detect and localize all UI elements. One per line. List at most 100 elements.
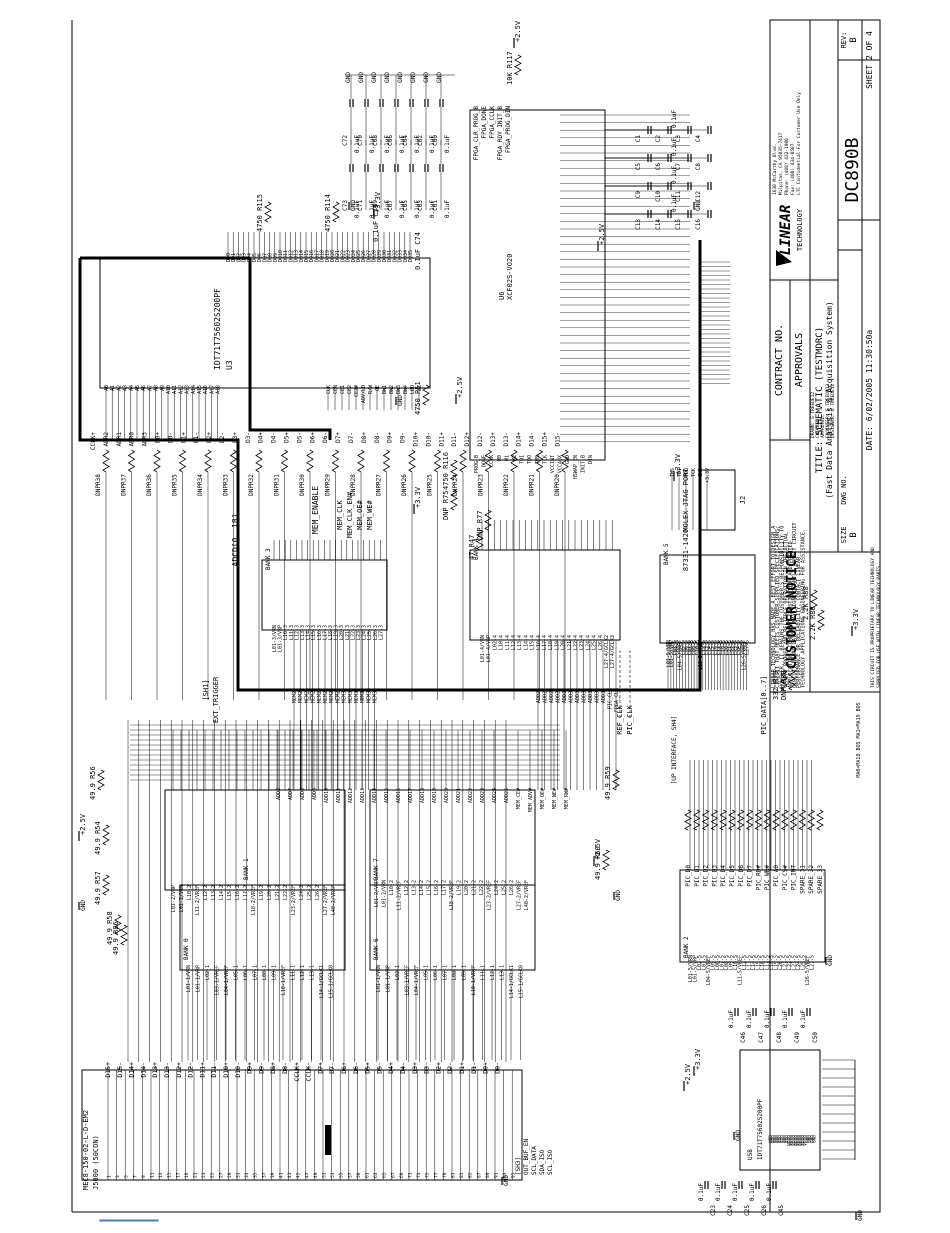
right-capacitor-ref: C15: [675, 219, 682, 230]
bank-pin: L04-5/VREF: [706, 955, 712, 985]
pic-pullup-resistor: [728, 809, 736, 831]
title-label: TITLE: SCHEMATIC (TESTMDRC): [815, 327, 825, 473]
title-subtitle: (Fast Data Analysis & Acquisition System…: [825, 301, 834, 498]
power-row: GND: [812, 1135, 818, 1143]
main-fpga-signal: ADD14: [372, 788, 378, 803]
memory-address-pin: A6: [141, 385, 147, 391]
bottom-capacitor-ref: C45: [778, 1205, 785, 1216]
power-flag-label: +3.3V: [374, 191, 382, 213]
bank-pin: L02-4: [492, 635, 498, 650]
connector-pin-number: 77: [433, 1172, 439, 1178]
bank3-signal: MEM24: [304, 688, 310, 703]
bank-pin: L10-5: [733, 955, 739, 970]
memory-data-pin: DQ21: [335, 250, 341, 262]
bank4-signal: ADD28: [549, 688, 555, 703]
bank2-net: PIC_WR#: [764, 865, 771, 891]
bank1-pin: L22-2: [283, 885, 289, 900]
jtag-pin: GND: [698, 468, 704, 477]
bank-pin: L01-5/VRN: [666, 640, 672, 667]
memory-data-pin: DQ12: [288, 250, 294, 262]
dataport-signal: D14+: [516, 432, 523, 447]
bank-pin: L12-5: [742, 955, 748, 970]
top-capacitor-ref: C61: [432, 200, 439, 211]
main-fpga-signal: ADD25: [504, 788, 510, 803]
bottom-capacitor-ref: C50: [812, 1032, 819, 1043]
dataport-resistor-label: DNPR35: [172, 474, 179, 496]
resistor-symbol: [514, 54, 522, 76]
disclaimer-line: THIS CIRCUIT IS PROPRIETARY TO LINEAR TE…: [870, 547, 876, 688]
bank0-pin: L14-1/GCLK1: [319, 965, 325, 998]
bank1-pin: L19-2: [259, 885, 265, 900]
memory-data-pin: DQ23: [346, 250, 352, 262]
bank3-signal: MEM28: [329, 688, 335, 703]
bank7-pin: L26-2: [509, 880, 515, 895]
resistor-label: 332 R79: [772, 670, 780, 700]
dataport-signal: D7+: [335, 432, 342, 443]
bottom-capacitor-ref: C25: [744, 1205, 751, 1216]
bank4-signal: ADD27: [543, 688, 549, 703]
bank7-pin: L13-2: [412, 880, 418, 895]
power-flag-label: +3.3V: [694, 1048, 702, 1070]
right-capacitor-ref: C7: [675, 163, 682, 171]
bank-pin: L06-5: [715, 955, 721, 970]
top-capacitor-ref: C68: [372, 135, 379, 146]
resistor-label: DNP R75: [442, 490, 450, 520]
resistor-symbol: [788, 669, 796, 691]
connector-pin-number: 55: [339, 1172, 345, 1178]
bottom-capacitor: [752, 1008, 757, 1016]
main-fpga-signal: ADD19: [432, 788, 438, 803]
connector-pin-number: 37: [261, 1172, 267, 1178]
approvals-row: DRAWN: G TREEDE12: [810, 392, 816, 438]
dataport-signal: D9-: [400, 432, 407, 443]
company-address: 1630 McCarthy Blvd.Milpitas, CA 95035-74…: [772, 92, 802, 195]
pic-pullup-resistor: [692, 809, 701, 831]
power-rows: VDDVDDVDDVDDVDDVDDVDDVDDVDDQVDDQVDDQVDDQ…: [768, 1059, 856, 1160]
connector-pin-number: 67: [390, 1172, 396, 1178]
resistor-symbol: [612, 769, 620, 791]
bank6-pin: L08-1: [452, 965, 458, 980]
bank3-signal: MEM35: [373, 688, 379, 703]
resistor-label: 2.2K R88: [802, 586, 810, 620]
bank4-signal: ADD36: [601, 688, 607, 703]
connector-pin-number: 7: [132, 1175, 138, 1178]
prom-pin: TMS: [535, 455, 541, 464]
dataport-signal: ADR3: [142, 432, 149, 447]
bottom-capacitor: [704, 1181, 709, 1189]
prom-net-label: FPGA_RDY_INIT_B: [497, 106, 504, 161]
size-value: B: [849, 532, 859, 537]
connector-pin-number: 59: [356, 1172, 362, 1178]
dataport-resistor-label: DNPR21: [529, 474, 536, 496]
gnd-label: GND: [358, 72, 365, 83]
bus-mem-oe: MEM_OE#: [356, 499, 364, 529]
dataport-resistor: [178, 449, 187, 473]
bank1-pin: L14-2: [219, 885, 225, 900]
fpga-bank2: BANK 2 [UP INTERFACE, SH4] L01-5/VRNL01-…: [671, 716, 826, 985]
main-fpga-signal: MEM_CE#: [516, 788, 522, 809]
bank-pin: L01-5/VRP: [669, 640, 675, 667]
main-fpga-signal: ADD9: [312, 788, 318, 800]
bank-pin: L20-5: [778, 955, 784, 970]
dataport-signal: D2-: [219, 432, 226, 443]
ref-clk: REF_CLK: [616, 704, 624, 734]
connector-pin-number: 21: [193, 1172, 199, 1178]
bank3-signal: MEM23: [298, 688, 304, 703]
dataport-resistor: [408, 449, 416, 473]
dataport-resistor: [153, 449, 161, 473]
dataport-signal: D1-: [193, 432, 200, 443]
power-block-ref: U5B: [747, 1149, 754, 1160]
top-capacitor: [349, 99, 354, 107]
dataport-signal: D8-: [374, 432, 381, 443]
pic-pullup-resistor: [772, 809, 780, 831]
dataport-signal: D12-: [477, 432, 484, 446]
dataport-signal: D12+: [464, 432, 471, 447]
dataport-signal: D9+: [387, 432, 394, 443]
jtag-part: 87331-1420: [682, 529, 690, 571]
bottom-capacitor-ref: C24: [727, 1205, 734, 1216]
memory-control-pin: OE: [375, 385, 381, 391]
bottom-capacitor: [806, 1008, 811, 1016]
memory-control-pin: CE2#: [354, 385, 360, 397]
